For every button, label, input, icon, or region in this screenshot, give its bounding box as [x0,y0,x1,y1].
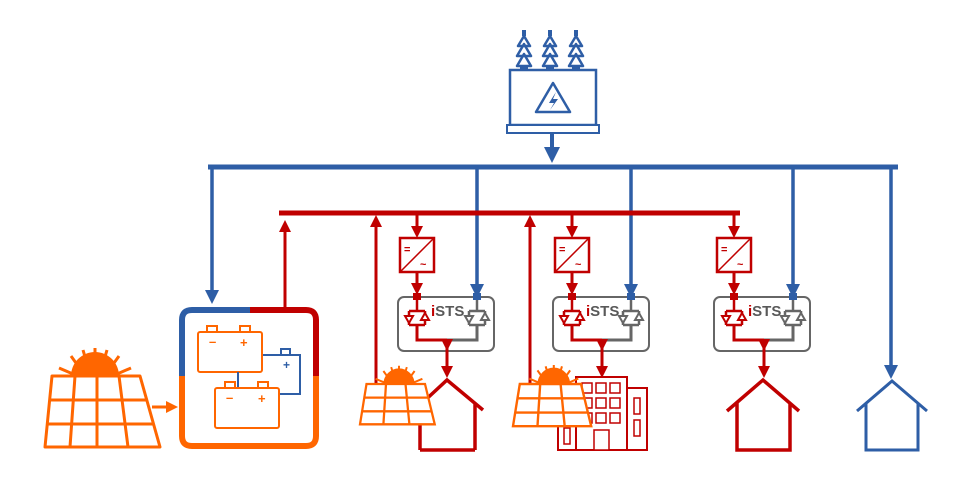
ac-symbol: ~ [420,259,427,271]
svg-text:iSTS: iSTS [431,303,464,320]
solar-panel-icon [511,363,593,428]
ac-feeders [205,167,898,379]
house-icon [725,377,801,452]
svg-text:iSTS: iSTS [748,303,781,320]
svg-text:+: + [283,358,290,372]
ists-switch: iSTS [397,293,495,352]
ists-prefix: i [748,303,752,320]
ists-prefix: i [431,303,435,320]
svg-text:+: + [240,335,248,350]
svg-text:+: + [258,391,266,406]
dc-feeders [279,213,740,400]
converter-icon: = ~ [715,236,753,274]
converter-icon: = ~ [553,236,591,274]
solar-panel-icon [43,346,162,449]
ists-prefix: i [586,303,590,320]
svg-text:–: – [209,334,216,349]
house-icon [418,377,485,452]
dc-symbol: = [404,244,410,256]
ists-label: STS [752,303,781,320]
ists-label: STS [590,303,619,320]
dc-symbol: = [559,244,565,256]
ists-label: STS [435,303,464,320]
battery-storage-icon: + – + – + [179,307,319,449]
svg-text:iSTS: iSTS [586,303,619,320]
dc-symbol: = [721,244,727,256]
ac-symbol: ~ [575,259,582,271]
ists-switch: iSTS [552,293,650,352]
solar-panel-icon [358,364,437,426]
ac-symbol: ~ [737,259,744,271]
converter-icon: = ~ [398,236,436,274]
ists-switch: iSTS [713,293,811,352]
house-icon [856,379,928,452]
svg-text:–: – [226,390,233,405]
transformer-icon [506,28,600,134]
